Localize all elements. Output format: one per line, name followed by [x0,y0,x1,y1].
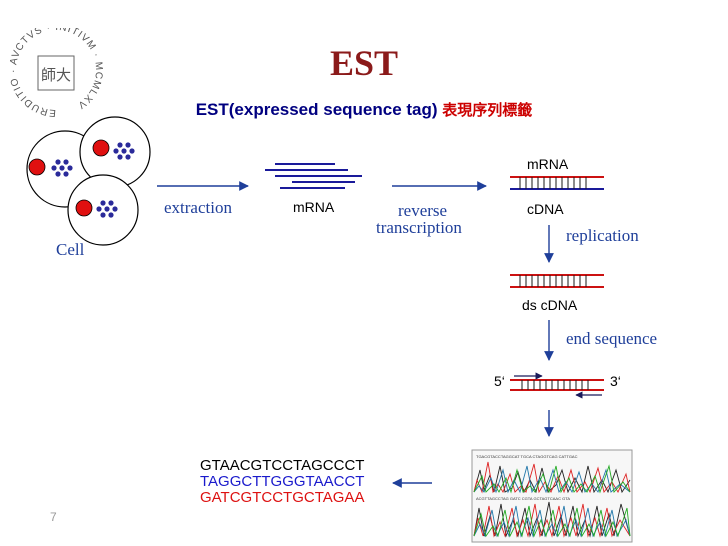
ds-cdna [510,274,604,288]
five-prime-label: 5‘ [494,373,505,389]
cell-label: Cell [56,240,85,259]
subtitle-english: EST(expressed sequence tag) [195,100,438,119]
svg-text:ACGTTAGCCTAG GATC CGTA GCTAGTC: ACGTTAGCCTAG GATC CGTA GCTAGTCAAC GTA [476,496,570,501]
replication-label: replication [566,226,639,245]
sequence-line-3: GATCGTCCTGCTAGAA [200,489,365,506]
slide-subtitle: EST(expressed sequence tag) 表現序列標籤 [0,99,728,120]
transcription-label: transcription [376,218,462,237]
three-prime-label: 3‘ [610,373,621,389]
mrna-strand-label: mRNA [527,156,569,172]
reverse-label: reverse [398,201,448,220]
mrna-bundle [265,163,362,189]
subtitle-chinese: 表現序列標籤 [442,101,533,119]
extraction-label: extraction [164,198,232,217]
page-number: 7 [50,510,57,524]
cell-2 [79,116,151,188]
cell-3 [67,174,139,246]
sequencing-chromatogram: TGACGTACCTAGGCAT TGCA CTAGGTCAG CATTGAC … [471,449,633,543]
end-sequence-label: end sequence [566,329,658,348]
primed-duplex [510,372,604,399]
sequence-line-2: TAGGCTTGGGTAACCT [200,473,365,490]
mrna-bundle-label: mRNA [293,199,335,215]
cdna-strand-label: cDNA [527,201,564,217]
svg-text:TGACGTACCTAGGCAT TGCA CTAGGTCA: TGACGTACCTAGGCAT TGCA CTAGGTCAG CATTGAC [476,454,578,459]
sequence-line-1: GTAACGTCCTAGCCCT [200,457,365,474]
ds-cdna-label: ds cDNA [522,297,578,313]
sequence-readout: GTAACGTCCTAGCCCT TAGGCTTGGGTAACCT GATCGT… [200,458,364,506]
mrna-cdna-hybrid [510,176,604,190]
svg-text:師大: 師大 [41,67,71,84]
university-seal-logo: ERUDITIO · AVCTVS · INITIVM · MCMLXV 師大 [8,28,103,118]
slide-title: EST [329,43,399,83]
